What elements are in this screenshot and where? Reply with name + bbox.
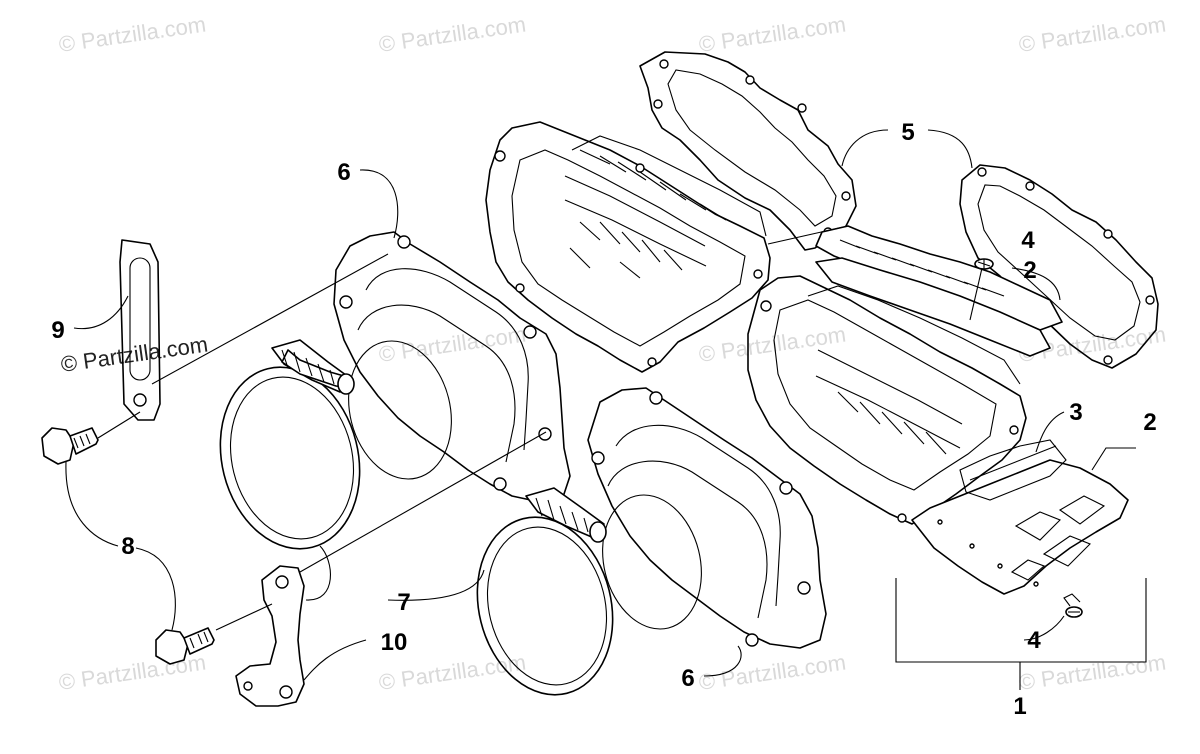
bolt-lower xyxy=(155,627,215,665)
embedded-watermark: © Partzilla.com xyxy=(59,332,209,377)
callout-labels: 1 2 2 3 4 4 5 6 6 7 8 9 10 xyxy=(51,119,1156,720)
callout-3: 3 xyxy=(1069,399,1082,426)
reed-cage-lower xyxy=(747,275,1027,525)
intake-flange-upper xyxy=(333,231,571,503)
callout-2-lower: 2 xyxy=(1143,409,1156,436)
bolt-upper xyxy=(41,427,99,465)
callout-10: 10 xyxy=(381,629,408,656)
reed-cage-upper xyxy=(485,121,771,373)
callout-7: 7 xyxy=(397,589,410,616)
watermark: © Partzilla.com xyxy=(377,650,527,695)
screw-lower xyxy=(1063,593,1083,618)
reed-stop-lower xyxy=(911,459,1129,595)
hose-clamp-lower xyxy=(476,487,702,696)
gasket-lower xyxy=(959,164,1159,369)
mounting-bracket xyxy=(235,565,305,707)
watermark: © Partzilla.com xyxy=(377,12,527,57)
slotted-bracket xyxy=(119,239,161,421)
callout-4-upper: 4 xyxy=(1021,227,1035,254)
reed-petal-lower xyxy=(959,439,1067,501)
callout-5: 5 xyxy=(901,119,914,146)
callout-4-lower: 4 xyxy=(1027,627,1041,654)
watermark: © Partzilla.com xyxy=(697,12,847,57)
callout-1: 1 xyxy=(1013,693,1026,720)
hose-clamp-upper xyxy=(219,339,452,550)
gasket-upper xyxy=(639,51,857,251)
callout-8: 8 xyxy=(121,533,134,560)
reed-stop-upper xyxy=(815,225,1063,357)
watermark: © Partzilla.com xyxy=(377,322,527,367)
callout-6-lower: 6 xyxy=(681,665,694,692)
callout-6-upper: 6 xyxy=(337,159,350,186)
leader-lines xyxy=(65,129,1147,690)
watermark: © Partzilla.com xyxy=(697,322,847,367)
intake-flange-lower xyxy=(587,387,827,649)
watermark: © Partzilla.com xyxy=(697,650,847,695)
alignment-lines xyxy=(97,225,849,631)
callout-2-upper: 2 xyxy=(1023,257,1036,284)
watermark: © Partzilla.com xyxy=(1017,650,1167,695)
watermark: © Partzilla.com xyxy=(57,12,207,57)
watermark: © Partzilla.com xyxy=(1017,12,1167,57)
screw-upper xyxy=(969,258,994,321)
callout-9: 9 xyxy=(51,317,64,344)
